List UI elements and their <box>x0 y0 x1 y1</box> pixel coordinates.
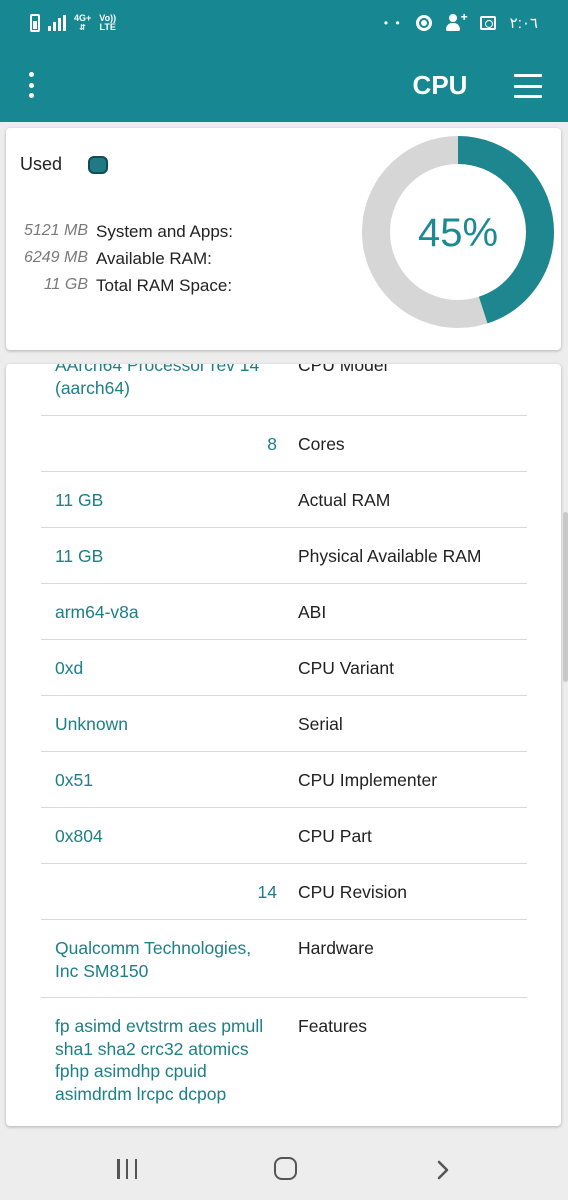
home-icon[interactable] <box>274 1157 297 1180</box>
info-row-abi: arm64-v8a ABI <box>41 584 527 640</box>
used-legend-label: Used <box>20 154 63 174</box>
ram-row-system-apps: 5121 MB System and Apps: <box>6 222 246 249</box>
info-row-cpu-implementer: 0x51 CPU Implementer <box>41 752 527 808</box>
ram-label: Total RAM Space: <box>96 276 233 295</box>
info-value: 0xd <box>55 658 84 678</box>
ram-value: 6249 MB <box>23 249 88 266</box>
info-row-cpu-revision: 14 CPU Revision <box>41 864 527 920</box>
info-label: Hardware <box>298 938 374 958</box>
info-label: Serial <box>298 714 343 734</box>
app-bar: CPU <box>0 52 568 122</box>
info-label: Physical Available RAM <box>298 546 482 566</box>
used-legend-swatch <box>88 156 108 174</box>
clock: ٢:٠٦ <box>509 15 538 32</box>
ram-row-total: 11 GB Total RAM Space: <box>6 276 246 303</box>
info-value: arm64-v8a <box>55 602 139 622</box>
info-label: CPU Revision <box>298 882 407 902</box>
system-nav-bar <box>0 1140 568 1200</box>
info-label: Features <box>298 1016 368 1036</box>
info-label: CPU Variant <box>298 658 394 678</box>
ram-stats: 5121 MB System and Apps: 6249 MB Availab… <box>6 222 246 303</box>
info-row-hardware: Qualcomm Technologies, Inc SM8150 Hardwa… <box>41 920 527 998</box>
info-label: CPU Implementer <box>298 770 438 790</box>
ram-value: 11 GB <box>43 276 88 293</box>
chrome-icon <box>415 15 432 31</box>
add-person-icon: + <box>445 10 468 32</box>
ram-usage-card: Used 5121 MB System and Apps: 6249 MB Av… <box>6 128 561 350</box>
info-row-cores: 8 Cores <box>41 416 527 472</box>
signal-icon <box>48 15 66 31</box>
ram-label: Available RAM: <box>96 249 212 268</box>
info-row-physical-ram: 11 GB Physical Available RAM <box>41 528 527 584</box>
info-row-cpu-part: 0x804 CPU Part <box>41 808 527 864</box>
info-label: CPU Part <box>298 826 372 846</box>
scrollbar[interactable] <box>563 512 568 682</box>
usage-percent: 45% <box>418 211 498 255</box>
info-value: Qualcomm Technologies, Inc SM8150 <box>55 938 252 981</box>
hamburger-menu-icon[interactable] <box>514 74 544 98</box>
info-row-features: fp asimd evtstrm aes pmull sha1 sha2 crc… <box>41 998 527 1110</box>
info-value: 11 GB <box>55 546 104 566</box>
volte-indicator: Vo)) LTE <box>99 13 117 32</box>
status-bar: 4G+ ⇵ Vo)) LTE • • + ٢:٠٦ <box>0 0 568 52</box>
info-label: Cores <box>298 434 345 454</box>
ram-usage-donut: 45% <box>362 136 554 328</box>
status-left: 4G+ ⇵ Vo)) LTE <box>30 14 116 32</box>
battery-icon <box>30 14 40 32</box>
info-row-actual-ram: 11 GB Actual RAM <box>41 472 527 528</box>
info-value: Unknown <box>55 714 128 734</box>
info-value: 0x804 <box>55 826 103 846</box>
status-right: • • + ٢:٠٦ <box>383 10 538 32</box>
info-value: 11 GB <box>55 490 104 510</box>
info-label: ABI <box>298 602 327 622</box>
info-value: 8 <box>267 434 277 454</box>
more-vert-icon[interactable] <box>22 70 40 100</box>
recent-apps-icon[interactable] <box>117 1159 137 1179</box>
info-value: fp asimd evtstrm aes pmull sha1 sha2 crc… <box>55 1016 264 1104</box>
ram-row-available: 6249 MB Available RAM: <box>6 249 246 276</box>
page-title: CPU <box>412 70 468 100</box>
ram-value: 5121 MB <box>23 222 88 239</box>
info-value: 0x51 <box>55 770 93 790</box>
info-row-serial: Unknown Serial <box>41 696 527 752</box>
info-label: Actual RAM <box>298 490 391 510</box>
info-value: 14 <box>257 882 277 902</box>
info-row-cpu-variant: 0xd CPU Variant <box>41 640 527 696</box>
notification-dots: • • <box>383 16 402 30</box>
back-icon[interactable] <box>432 1160 452 1180</box>
donut-used-arc <box>362 136 554 328</box>
info-row-cpu-model: AArch64 Processor rev 14 (aarch64) CPU M… <box>41 364 527 416</box>
network-type: 4G+ ⇵ <box>74 13 92 33</box>
cpu-info-list[interactable]: AArch64 Processor rev 14 (aarch64) CPU M… <box>6 364 561 1126</box>
info-label: CPU Model <box>298 364 388 375</box>
info-value: AArch64 Processor rev 14 (aarch64) <box>55 364 260 398</box>
ram-label: System and Apps: <box>96 222 234 241</box>
screen-record-icon <box>479 16 496 30</box>
